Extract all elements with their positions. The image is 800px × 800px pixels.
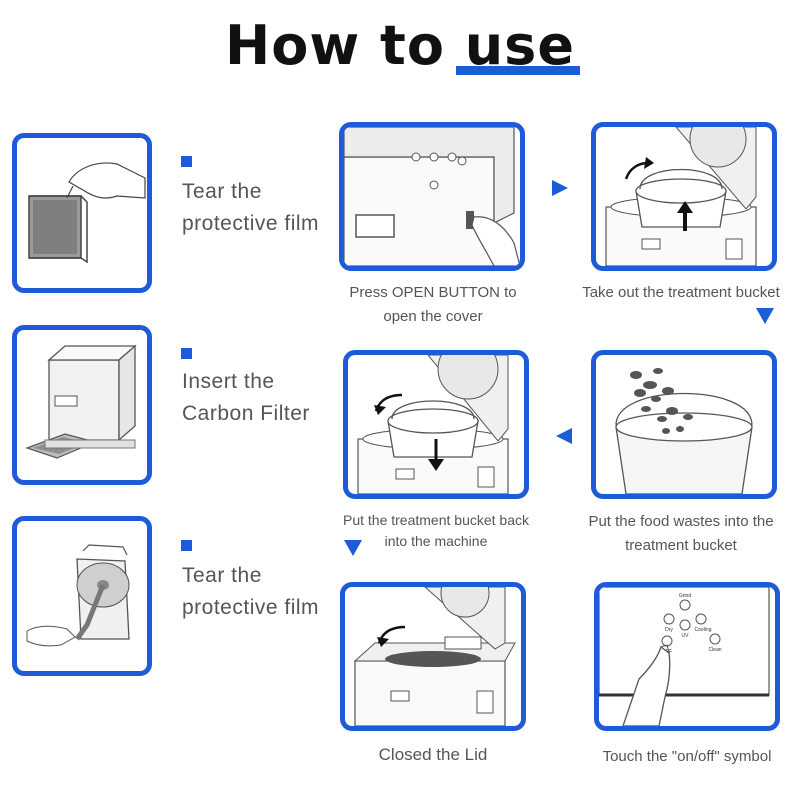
- arrow-down-icon: [344, 540, 362, 556]
- image-tear-film-bucket: [12, 516, 152, 676]
- step-2-caption-line1: Take out the treatment bucket: [566, 281, 796, 305]
- side-step-1-line1: Tear the: [182, 176, 319, 208]
- uv-label: UV: [682, 633, 690, 639]
- image-press-open-button: [339, 122, 525, 271]
- title-text-2: use: [465, 14, 575, 77]
- image-take-out-bucket: [591, 122, 777, 271]
- side-step-1: Tear the protective film: [182, 176, 319, 240]
- clean-label: Clean: [708, 647, 721, 653]
- arrow-right-icon: [552, 180, 568, 196]
- bullet-square: [181, 156, 192, 167]
- side-step-2-line2: Carbon Filter: [182, 398, 310, 430]
- image-closed-lid: [340, 582, 526, 731]
- arrow-left-icon: [556, 428, 572, 444]
- image-tear-film-filter: [12, 133, 152, 293]
- arrow-down-icon: [756, 308, 774, 324]
- bullet-square: [181, 540, 192, 551]
- grind-label: Grind: [679, 593, 691, 599]
- cooling-label: Cooling: [695, 627, 712, 633]
- title-text-1: How to: [225, 14, 465, 77]
- image-food-wastes: [591, 350, 777, 499]
- step-1-caption-line1: Press OPEN BUTTON to: [320, 281, 546, 305]
- side-step-3-line2: protective film: [182, 592, 319, 624]
- bullet-square: [181, 348, 192, 359]
- step-3-caption-line2: treatment bucket: [566, 534, 796, 558]
- step-5-caption: Closed the Lid: [340, 743, 526, 767]
- step-5-caption-line1: Closed the Lid: [340, 743, 526, 767]
- step-3-caption-line1: Put the food wastes into the: [566, 510, 796, 534]
- side-step-3-line1: Tear the: [182, 560, 319, 592]
- image-insert-carbon-filter: [12, 325, 152, 485]
- step-3-caption: Put the food wastes into the treatment b…: [566, 510, 796, 558]
- step-2-caption: Take out the treatment bucket: [566, 281, 796, 305]
- dry-label: Dry: [665, 627, 673, 633]
- step-6-caption-line1: Touch the "on/off" symbol: [574, 745, 800, 769]
- image-put-bucket-back: [343, 350, 529, 499]
- side-step-1-line2: protective film: [182, 208, 319, 240]
- side-step-2-line1: Insert the: [182, 366, 310, 398]
- side-step-2: Insert the Carbon Filter: [182, 366, 310, 430]
- step-1-caption-line2: open the cover: [320, 305, 546, 329]
- image-touch-on-off: Grind Dry Cooling UV Clean OFF: [594, 582, 780, 731]
- step-6-caption: Touch the "on/off" symbol: [574, 745, 800, 769]
- step-1-caption: Press OPEN BUTTON to open the cover: [320, 281, 546, 329]
- side-step-3: Tear the protective film: [182, 560, 319, 624]
- page-title: How to use: [0, 14, 800, 77]
- step-4-caption-line1: Put the treatment bucket back: [322, 510, 550, 531]
